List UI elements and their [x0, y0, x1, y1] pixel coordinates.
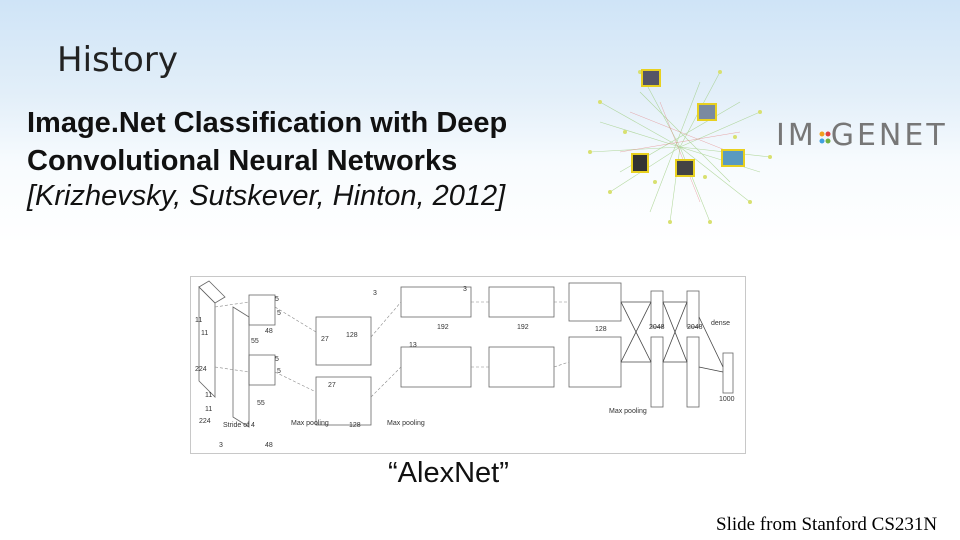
- fig-label-dense2: 2048: [687, 324, 703, 331]
- dense2-top: [687, 291, 699, 327]
- slide-credit: Slide from Stanford CS231N: [716, 514, 937, 536]
- fig-label-c2-size-b: 27: [328, 382, 336, 389]
- conv4-bot-block: [489, 347, 554, 387]
- fig-label-input-bot-a: 11: [205, 392, 212, 399]
- fig-label-max-pooling-2: Max pooling: [387, 420, 425, 427]
- graph-edges: [590, 72, 770, 222]
- fig-label-c1-k-top-a: 5: [275, 296, 279, 303]
- fig-label-c3-depth: 192: [437, 324, 449, 331]
- imagenet-logo: IM GENET: [776, 118, 948, 153]
- fig-label-c1-k-top-b: 5: [277, 310, 281, 317]
- fig-label-c2-size-a: 27: [321, 336, 329, 343]
- figure-caption: “AlexNet”: [388, 457, 509, 490]
- fig-label-c1-size-a: 55: [251, 338, 259, 345]
- conv1-kernel-top: [249, 295, 275, 325]
- conv1-top-block: [233, 307, 249, 427]
- dense1-top: [651, 291, 663, 327]
- fig-label-c3-k: 3: [463, 286, 467, 293]
- fig-label-c1-k-bot-a: 5: [275, 356, 279, 363]
- input-volume: [199, 287, 215, 397]
- conv4-top-block: [489, 287, 554, 317]
- fig-label-input-size-b: 224: [199, 418, 211, 425]
- fig-label-max-pooling-3: Max pooling: [609, 408, 647, 415]
- conv5-bot-block: [569, 337, 621, 387]
- graph-image-thumbnails: [632, 70, 744, 176]
- fig-label-stride: Stride of 4: [223, 422, 255, 429]
- fig-label-c2-depth-top: 128: [346, 332, 358, 339]
- imagenet-network-graph: [580, 62, 780, 232]
- fig-label-c1-k-bot-b: 5: [277, 368, 281, 375]
- conv1-kernel-bot: [249, 355, 275, 385]
- fig-label-input-top: 11: [195, 317, 202, 324]
- logo-dots-icon: [819, 118, 829, 128]
- fig-label-c5-depth: 128: [595, 326, 607, 333]
- paper-title-line-2: Convolutional Neural Networks: [27, 142, 587, 180]
- fig-label-input-size: 224: [195, 366, 207, 373]
- conv2-bot-block: [316, 377, 371, 425]
- fig-label-output: 1000: [719, 396, 735, 403]
- fig-label-c4-depth: 192: [517, 324, 529, 331]
- fig-label-input-mid: 11: [201, 330, 208, 337]
- slide-title: History: [57, 40, 178, 80]
- fig-label-input-channels: 3: [219, 442, 223, 449]
- dense2-bot: [687, 337, 699, 407]
- paper-title-line-1: Image.Net Classification with Deep: [27, 104, 587, 142]
- fig-label-max-pooling-1: Max pooling: [291, 420, 329, 427]
- logo-text-right: GENET: [831, 118, 948, 153]
- conv5-top-block: [569, 283, 621, 321]
- fig-label-dense1: 2048: [649, 324, 665, 331]
- conv3-bot-block: [401, 347, 471, 387]
- dense1-bot: [651, 337, 663, 407]
- fig-label-c1-depth-top: 48: [265, 328, 273, 335]
- fig-label-c1-size-b: 55: [257, 400, 265, 407]
- fig-label-c3-size: 13: [409, 342, 417, 349]
- fig-label-input-bot-b: 11: [205, 406, 212, 413]
- fig-label-c2-k: 3: [373, 290, 377, 297]
- paper-authors: [Krizhevsky, Sutskever, Hinton, 2012]: [27, 180, 587, 213]
- paper-title: Image.Net Classification with Deep Convo…: [27, 104, 587, 180]
- fig-label-dense: dense: [711, 320, 730, 327]
- fig-label-c1-depth-bot: 48: [265, 442, 273, 449]
- alexnet-architecture-figure: 11 11 224 11 11 224 3 Stride of 4 5 5 48…: [190, 276, 746, 454]
- fig-label-c2-depth-bot: 128: [349, 422, 361, 429]
- logo-text-left: IM: [776, 118, 817, 153]
- conv3-top-block: [401, 287, 471, 317]
- output-layer: [723, 353, 733, 393]
